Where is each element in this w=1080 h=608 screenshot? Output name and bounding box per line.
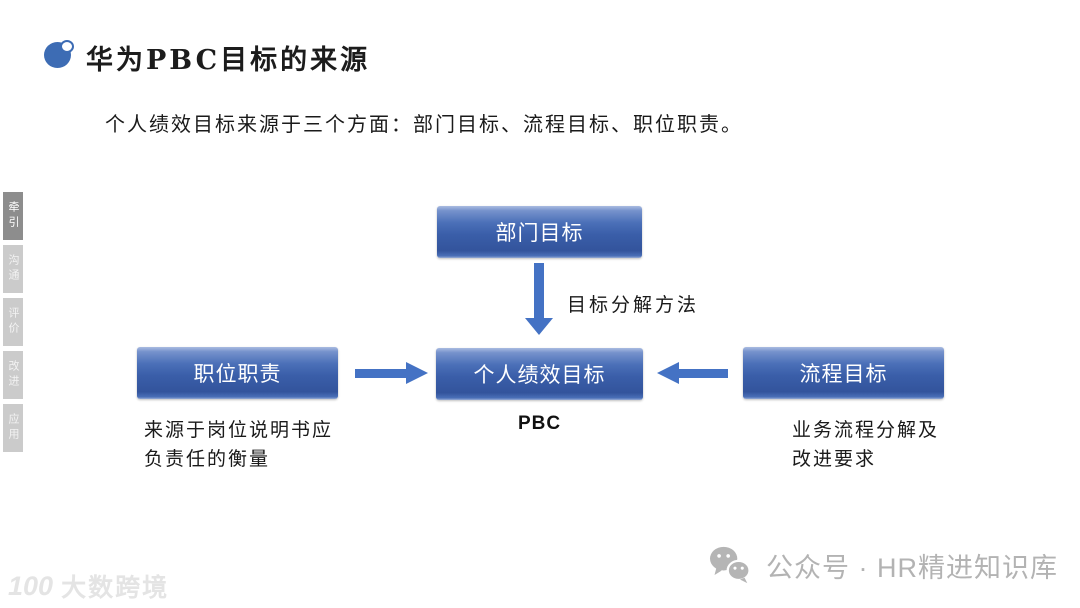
watermark-brand-text: 大数跨境	[61, 574, 170, 602]
arrow-down-icon	[534, 263, 544, 319]
arrow-right-icon	[355, 369, 407, 378]
white-circle-icon	[60, 40, 74, 53]
tab-pingjia[interactable]: 评价	[3, 298, 23, 346]
arrow-down-head-icon	[525, 318, 553, 335]
arrow-label-goal-decompose: 目标分解方法	[567, 294, 700, 316]
title-bullet-icon	[44, 40, 74, 69]
arrow-left-head-icon	[657, 362, 679, 384]
caption-line: 来源于岗位说明书应	[144, 419, 334, 441]
tab-yingyong[interactable]: 应用	[3, 404, 23, 452]
node-personal-performance-goal: 个人绩效目标	[436, 348, 643, 400]
caption-line: 改进要求	[792, 448, 877, 470]
caption-position-duty: 来源于岗位说明书应 负责任的衡量	[144, 416, 333, 474]
logo-100-icon: 100	[8, 570, 54, 601]
watermark-bottom-left: 100 大数跨境	[8, 568, 169, 604]
caption-line: 负责任的衡量	[144, 448, 271, 470]
tab-goutong[interactable]: 沟通	[3, 245, 23, 293]
section-tabs: 牵引 沟通 评价 改进 应用	[3, 192, 23, 457]
caption-process-goal: 业务流程分解及 改进要求	[792, 416, 939, 474]
caption-line: 业务流程分解及	[792, 419, 940, 441]
tab-qianyin[interactable]: 牵引	[3, 192, 23, 240]
pbc-label: PBC	[517, 413, 562, 434]
page-title: 华为PBC目标的来源	[86, 45, 371, 76]
intro-text: 个人绩效目标来源于三个方面：部门目标、流程目标、职位职责。	[105, 112, 743, 136]
node-position-duty: 职位职责	[137, 347, 338, 399]
tab-gaijin[interactable]: 改进	[3, 351, 23, 399]
arrow-left-icon	[678, 369, 728, 378]
arrow-right-head-icon	[406, 362, 428, 384]
watermark-account-text: 公众号 · HR精进知识库	[766, 552, 1058, 583]
node-process-goal: 流程目标	[743, 347, 944, 399]
wechat-icon	[710, 546, 751, 584]
watermark-bottom-right: 公众号 · HR精进知识库	[708, 545, 1058, 585]
node-department-goal: 部门目标	[437, 206, 642, 258]
